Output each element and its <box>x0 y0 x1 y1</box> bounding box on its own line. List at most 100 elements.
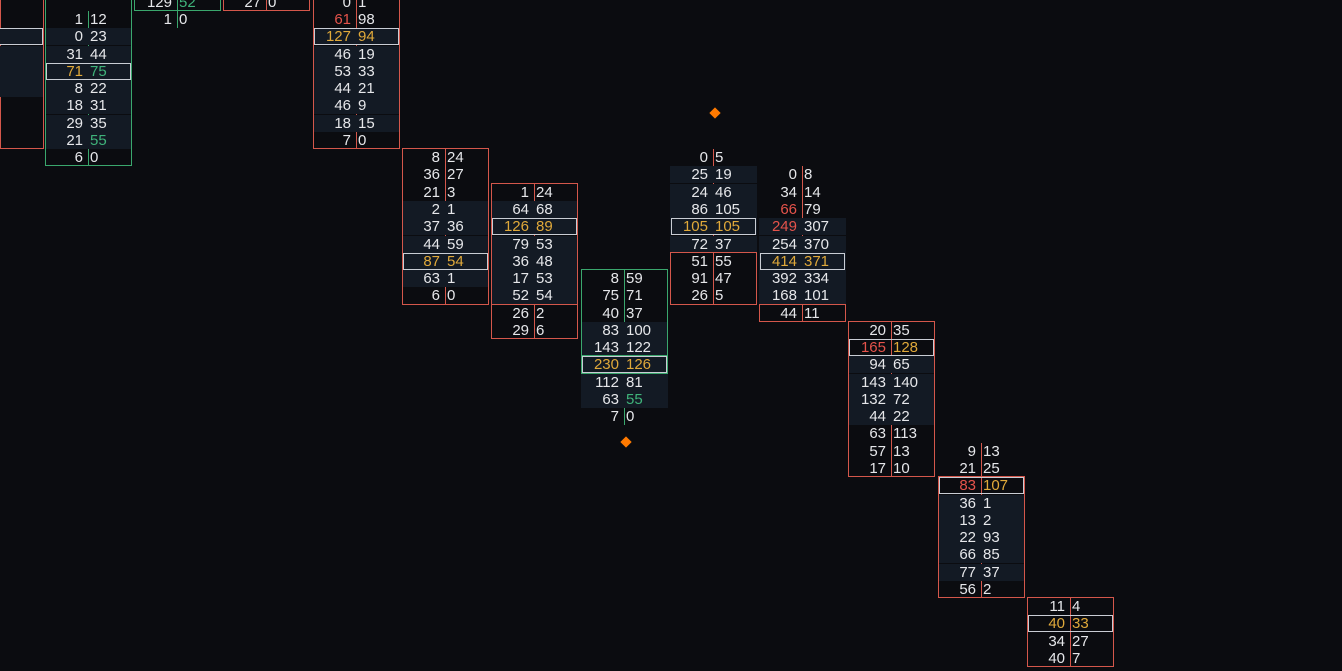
bid-volume: 0 <box>342 0 351 11</box>
footprint-column[interactable]: 27 0 <box>223 0 310 671</box>
bid-volume: 91 <box>691 270 708 288</box>
ask-volume: 100 <box>626 321 652 339</box>
bid-volume: 0 <box>788 166 797 184</box>
bid-volume: 0 <box>74 28 83 46</box>
ask-volume: 105 <box>715 218 741 236</box>
ask-volume: 37 <box>715 235 732 253</box>
price-level-row: 0 23 <box>45 28 132 46</box>
bid-volume: 27 <box>244 0 261 11</box>
bid-volume: 8 <box>431 149 440 167</box>
ask-volume: 5 <box>715 149 724 167</box>
bid-volume: 46 <box>334 45 351 63</box>
price-level-row: 25 <box>0 97 44 114</box>
price-level-row: 63 55 <box>581 390 668 408</box>
ask-volume: 22 <box>90 80 107 98</box>
ask-volume: 93 <box>983 529 1000 547</box>
ask-volume: 334 <box>804 270 830 288</box>
poc-row: 387 <box>0 28 44 46</box>
price-level-row: 82 <box>0 0 44 11</box>
ask-volume: 0 <box>626 408 635 426</box>
bid-volume: 34 <box>1048 632 1065 650</box>
ask-volume: 53 <box>536 270 553 288</box>
ask-volume: 24 <box>536 183 553 201</box>
ask-volume: 122 <box>626 339 652 357</box>
footprint-column[interactable]: 8212638721722115725350 <box>0 0 44 671</box>
bid-volume: 86 <box>691 200 708 218</box>
bid-volume: 57 <box>869 442 886 460</box>
ask-volume: 72 <box>893 390 910 408</box>
bid-volume: 56 <box>959 580 976 598</box>
bid-volume: 24 <box>691 183 708 201</box>
ask-volume: 89 <box>536 218 553 236</box>
bid-volume: 52 <box>512 287 529 305</box>
ask-volume: 53 <box>536 235 553 253</box>
ask-volume: 55 <box>626 390 643 408</box>
ask-volume: 1 <box>983 494 992 512</box>
ask-volume: 59 <box>447 235 464 253</box>
price-level-row: 35 <box>0 115 44 132</box>
ask-volume: 23 <box>90 28 107 46</box>
ask-volume: 75 <box>90 62 107 80</box>
ask-volume: 0 <box>268 0 277 11</box>
bid-volume: 40 <box>1048 649 1065 667</box>
ask-volume: 19 <box>715 166 732 184</box>
ask-volume: 15 <box>358 114 375 132</box>
ask-volume: 370 <box>804 235 830 253</box>
bid-volume: 31 <box>66 45 83 63</box>
ask-volume: 140 <box>893 373 919 391</box>
ask-volume: 98 <box>358 11 375 28</box>
bid-volume: 63 <box>602 390 619 408</box>
ask-volume: 1 <box>447 200 456 218</box>
ask-volume: 52 <box>179 0 196 11</box>
ask-volume: 14 <box>804 183 821 201</box>
bid-volume: 29 <box>512 321 529 339</box>
bid-volume: 8 <box>610 270 619 288</box>
bid-volume: 51 <box>691 252 708 270</box>
bid-volume: 44 <box>334 80 351 98</box>
ask-volume: 101 <box>804 287 830 305</box>
ask-volume: 371 <box>804 252 830 270</box>
ask-volume: 33 <box>358 62 375 80</box>
